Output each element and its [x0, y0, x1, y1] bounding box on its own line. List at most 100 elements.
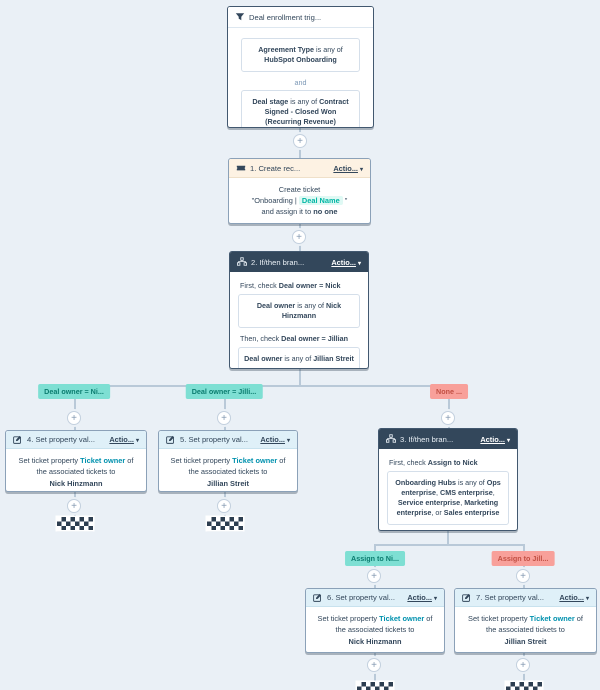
branch-icon [237, 257, 247, 267]
chevron-down-icon: ▾ [135, 438, 139, 444]
branch-badge-deal-owner-nick[interactable]: Deal owner = Ni... [38, 384, 110, 399]
add-action-button[interactable]: + [516, 658, 530, 672]
card-4-header: 4. Set property val... Actio...▾ [6, 431, 146, 449]
if-then-branch-2-card[interactable]: 2. If/then bran... Actio...▾ First, chec… [229, 251, 369, 369]
actions-menu-link[interactable]: Actio...▾ [333, 163, 363, 173]
connector-line [224, 386, 226, 430]
chevron-down-icon: ▾ [286, 438, 290, 444]
connector-line [447, 531, 449, 545]
connector-line [374, 544, 525, 546]
connector-line [74, 385, 451, 387]
actions-menu-link[interactable]: Actio...▾ [109, 435, 139, 444]
add-action-button[interactable]: + [367, 658, 381, 672]
chevron-down-icon: ▾ [585, 596, 589, 602]
card-6-body: Set ticket property Ticket owner of the … [306, 607, 444, 652]
connector-line [299, 369, 301, 386]
condition-joiner: and [294, 78, 307, 87]
enrollment-trigger-card[interactable]: Deal enrollment trig... Agreement Type i… [227, 6, 374, 128]
branch-2-body: First, check Deal owner = Nick Deal owne… [230, 272, 368, 368]
edit-icon [313, 593, 323, 603]
add-action-button[interactable]: + [217, 411, 231, 425]
ticket-icon [236, 163, 246, 173]
trigger-card-header: Deal enrollment trig... [228, 7, 373, 28]
edit-icon [166, 435, 176, 445]
card-5-title: 5. Set property val... [180, 435, 248, 444]
branch-2-condition-2: Deal owner is any of Jillian Streit [238, 347, 360, 368]
card-5-description: Set ticket property Ticket owner of the … [170, 456, 286, 476]
branch-badge-deal-owner-jillian[interactable]: Deal owner = Jilli... [185, 384, 263, 399]
trigger-condition-2: Deal stage is any of Contract Signed - C… [241, 90, 360, 127]
add-action-button[interactable]: + [441, 411, 455, 425]
card-4-body: Set ticket property Ticket owner of the … [6, 449, 146, 491]
branch-2-condition-1: Deal owner is any of Nick Hinzmann [238, 294, 360, 328]
trigger-body: Agreement Type is any of HubSpot Onboard… [228, 28, 373, 127]
actions-menu-link[interactable]: Actio...▾ [407, 593, 437, 602]
filter-icon [235, 12, 245, 22]
edit-icon [462, 593, 472, 603]
connector-line [374, 545, 376, 588]
actions-menu-link[interactable]: Actio...▾ [260, 435, 290, 444]
chevron-down-icon: ▾ [357, 260, 361, 267]
add-action-button[interactable]: + [217, 499, 231, 513]
card-5-assignee: Jillian Streit [207, 479, 249, 488]
chevron-down-icon: ▾ [433, 596, 437, 602]
create-record-card[interactable]: 1. Create rec... Actio...▾ Create ticket… [228, 158, 371, 224]
connector-line [448, 386, 450, 428]
card-7-header: 7. Set property val... Actio...▾ [455, 589, 596, 607]
connector-line [523, 545, 525, 588]
branch-3-title: 3. If/then bran... [400, 434, 454, 444]
card-7-description: Set ticket property Ticket owner of the … [468, 614, 583, 634]
card-6-header: 6. Set property val... Actio...▾ [306, 589, 444, 607]
set-property-card-5[interactable]: 5. Set property val... Actio...▾ Set tic… [158, 430, 298, 492]
add-action-button[interactable]: + [67, 411, 81, 425]
workflow-end-flag-icon [57, 517, 93, 530]
add-action-button[interactable]: + [367, 569, 381, 583]
branch-2-check-2: Then, check Deal owner = Jillian [240, 334, 349, 343]
card-4-title: 4. Set property val... [27, 435, 95, 444]
card-5-header: 5. Set property val... Actio...▾ [159, 431, 297, 449]
actions-menu-link[interactable]: Actio...▾ [331, 257, 361, 267]
if-then-branch-3-card[interactable]: 3. If/then bran... Actio...▾ First, chec… [378, 428, 518, 531]
workflow-end-flag-icon [207, 517, 243, 530]
set-property-card-6[interactable]: 6. Set property val... Actio...▾ Set tic… [305, 588, 445, 653]
add-action-button[interactable]: + [293, 134, 307, 148]
chevron-down-icon: ▾ [359, 166, 363, 173]
add-action-button[interactable]: + [292, 230, 306, 244]
actions-menu-link[interactable]: Actio...▾ [559, 593, 589, 602]
branch-3-check-1: First, check Assign to Nick [389, 458, 478, 467]
card-5-body: Set ticket property Ticket owner of the … [159, 449, 297, 491]
card-6-description: Set ticket property Ticket owner of the … [317, 614, 433, 634]
branch-2-title: 2. If/then bran... [251, 257, 305, 267]
branch-icon [386, 434, 396, 444]
branch-badge-assign-to-jillian[interactable]: Assign to Jill... [491, 551, 555, 566]
branch-3-header: 3. If/then bran... Actio...▾ [379, 429, 517, 449]
trigger-condition-1: Agreement Type is any of HubSpot Onboard… [241, 38, 360, 72]
branch-2-header: 2. If/then bran... Actio...▾ [230, 252, 368, 272]
create-ticket-line: Create ticket [278, 185, 321, 194]
chevron-down-icon: ▾ [506, 437, 510, 444]
branch-badge-assign-to-nick[interactable]: Assign to Ni... [345, 551, 405, 566]
card-6-title: 6. Set property val... [327, 593, 395, 602]
ticket-name-line: "Onboarding | Deal Name " [251, 196, 348, 205]
trigger-title: Deal enrollment trig... [249, 12, 322, 22]
branch-3-body: First, check Assign to Nick Onboarding H… [379, 449, 517, 530]
create-record-title: 1. Create rec... [250, 163, 301, 173]
set-property-card-4[interactable]: 4. Set property val... Actio...▾ Set tic… [5, 430, 147, 492]
branch-badge-none[interactable]: None ... [430, 384, 468, 399]
add-action-button[interactable]: + [67, 499, 81, 513]
assign-line: and assign it to no one [261, 207, 338, 216]
branch-3-condition-1: Onboarding Hubs is any of Ops enterprise… [387, 471, 509, 525]
add-action-button[interactable]: + [516, 569, 530, 583]
card-6-assignee: Nick Hinzmann [348, 637, 402, 646]
card-4-description: Set ticket property Ticket owner of the … [18, 456, 134, 476]
create-record-body: Create ticket "Onboarding | Deal Name " … [229, 178, 370, 223]
set-property-card-7[interactable]: 7. Set property val... Actio...▾ Set tic… [454, 588, 597, 653]
card-7-assignee: Jillian Streit [504, 637, 547, 646]
connector-line [74, 386, 76, 430]
card-7-body: Set ticket property Ticket owner of the … [455, 607, 596, 652]
card-7-title: 7. Set property val... [476, 593, 544, 602]
branch-2-check-1: First, check Deal owner = Nick [240, 281, 341, 290]
edit-icon [13, 435, 23, 445]
actions-menu-link[interactable]: Actio...▾ [480, 434, 510, 444]
